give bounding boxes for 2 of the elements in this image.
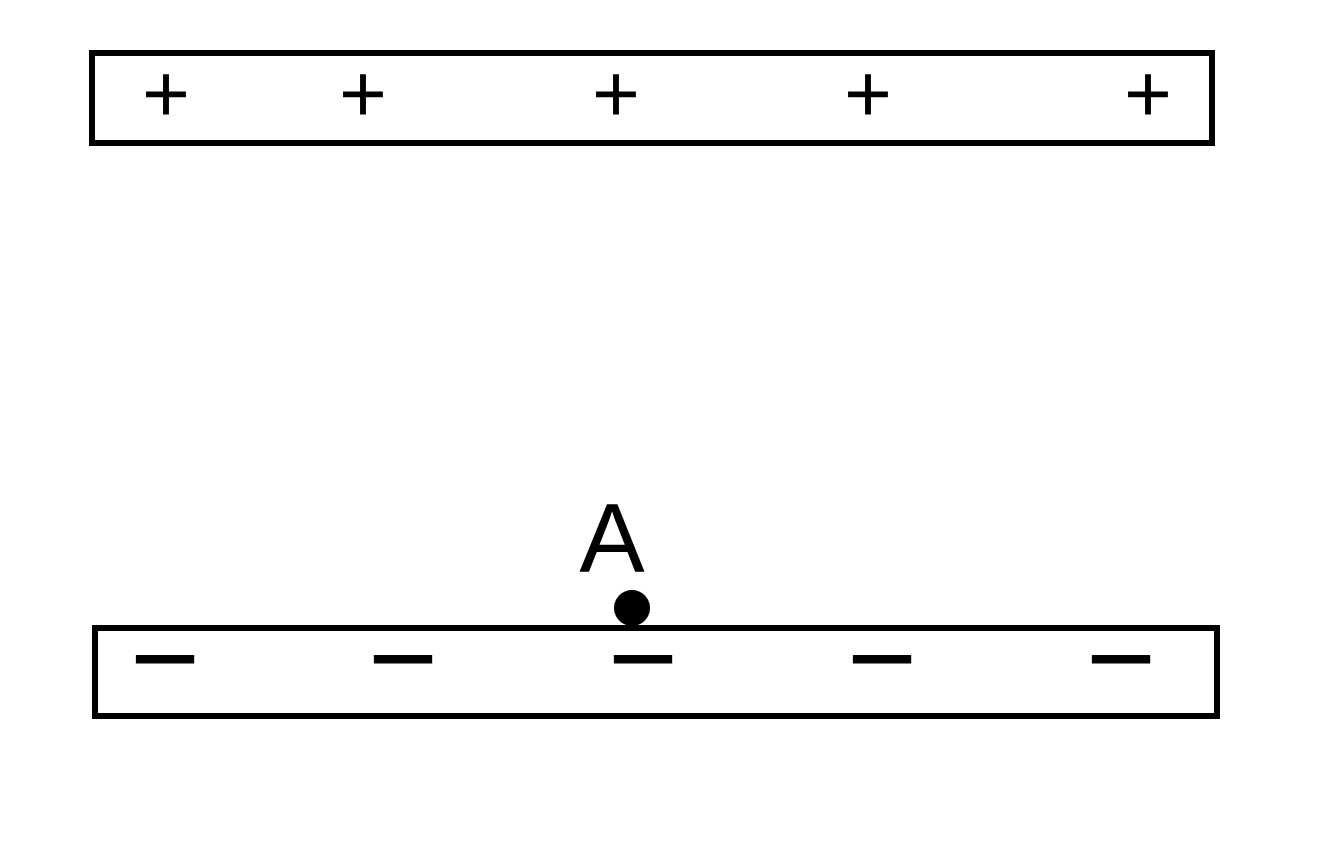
charged-plate: − − − − − — [92, 625, 1220, 719]
charged-plate: + + + + + — [89, 50, 1215, 146]
